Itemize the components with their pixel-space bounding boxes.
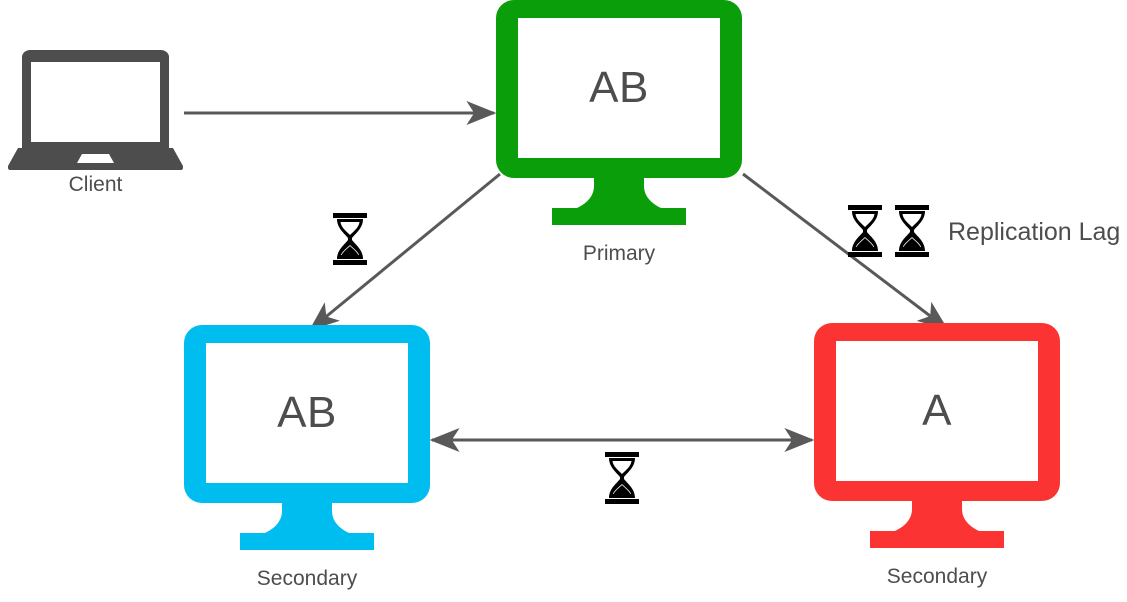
node-secondary-blue[interactable]: AB Secondary — [182, 325, 432, 589]
node-primary-caption: Primary — [582, 242, 656, 265]
hourglass-icon-bottom — [604, 452, 640, 504]
hourglass-icon-right-1 — [847, 205, 883, 257]
hourglass-glyph — [333, 213, 367, 265]
node-client-caption: Client — [68, 173, 123, 196]
hourglass-glyph — [605, 452, 639, 504]
node-secondary-red[interactable]: A Secondary — [812, 323, 1062, 587]
laptop-icon — [8, 50, 183, 170]
node-primary[interactable]: AB Primary — [494, 0, 744, 264]
monitor-icon — [814, 323, 1060, 548]
hourglass-glyph — [895, 205, 929, 257]
hourglass-icon-left — [332, 213, 368, 265]
node-secondary-red-caption: Secondary — [886, 565, 988, 588]
hourglass-icon-right-2 — [894, 205, 930, 257]
replication-lag-label: Replication Lag — [948, 218, 1121, 246]
node-secondary-blue-caption: Secondary — [256, 567, 358, 590]
hourglass-glyph — [848, 205, 882, 257]
node-client[interactable]: Client — [8, 50, 183, 195]
monitor-icon — [496, 0, 742, 225]
monitor-icon — [184, 325, 430, 550]
